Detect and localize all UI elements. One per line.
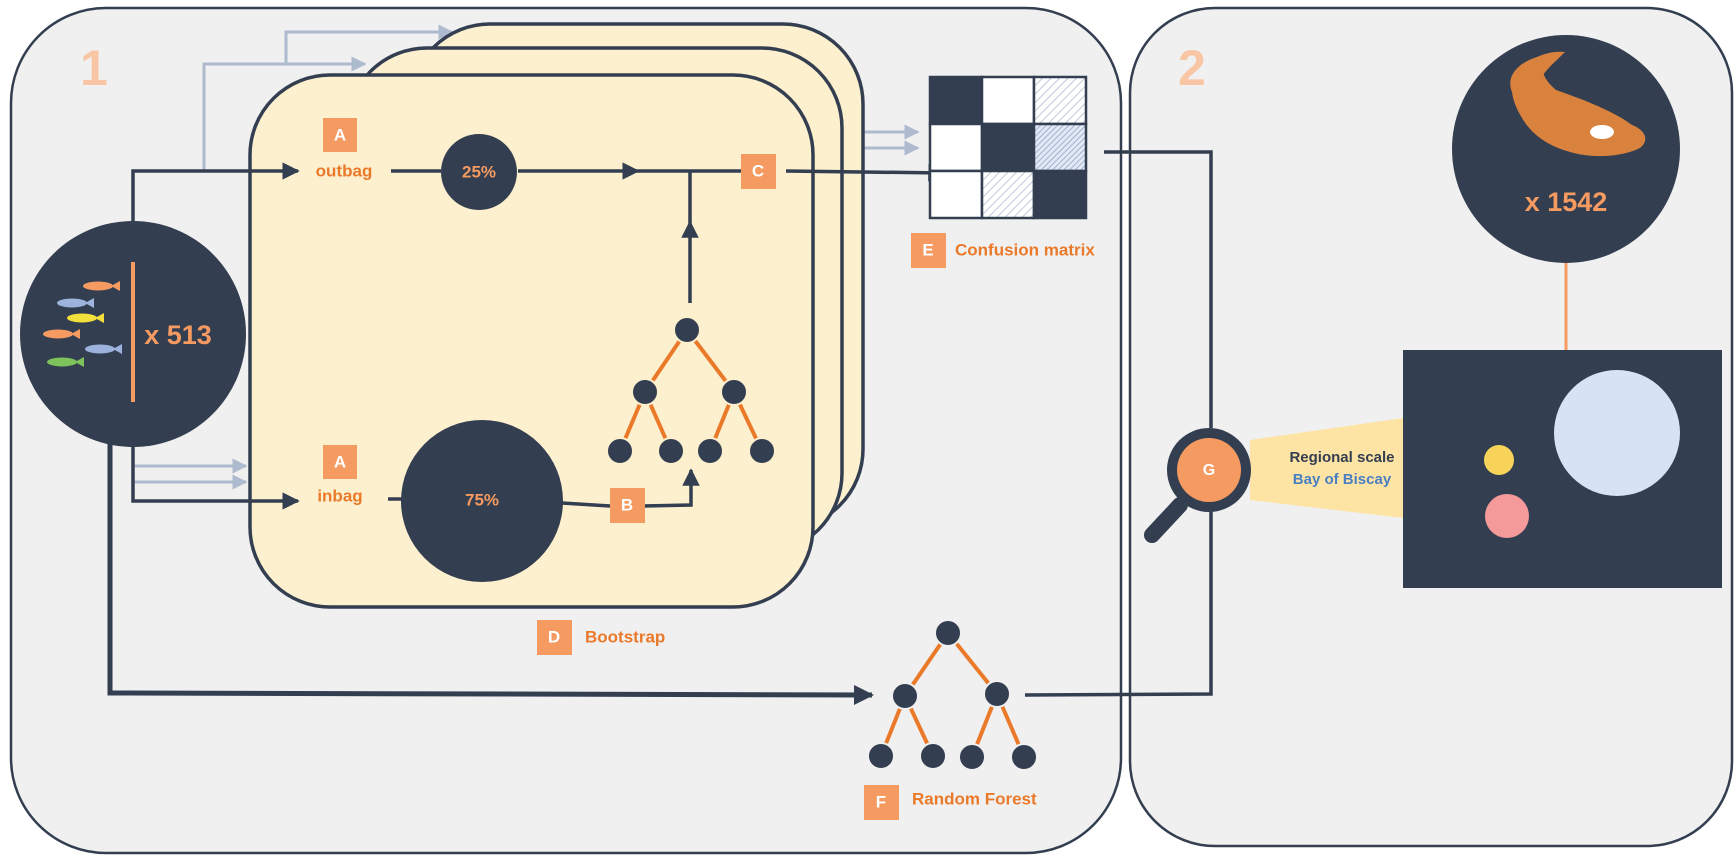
forest-input-line (107, 440, 874, 705)
outbag-circle (441, 134, 517, 210)
confusion-matrix (928, 75, 1088, 220)
inbag-circle (401, 420, 563, 582)
inbag-label: inbag (317, 486, 362, 505)
bootstrap-label: Bootstrap (585, 627, 665, 646)
random-forest-tree-icon (867, 619, 1038, 771)
inbag-letter: A (334, 452, 346, 471)
inbag-letter-box (323, 445, 357, 479)
apply-letter: G (1203, 462, 1215, 479)
predict-step-letter: C (752, 161, 764, 180)
bootstrap-card-front (248, 73, 815, 609)
flow-lines (131, 150, 1213, 697)
panel-2-number: 2 (1178, 40, 1206, 96)
tree-step-letter-box (610, 488, 645, 523)
sample-count: x 513 (144, 320, 212, 350)
forest-label: Random Forest (912, 789, 1037, 808)
region-label: Bay of Biscay (1293, 471, 1392, 488)
fish-count: x 1542 (1525, 187, 1608, 217)
outbag-letter-box (323, 118, 357, 152)
confusion-label: Confusion matrix (955, 240, 1095, 259)
region-bubble-large (1554, 370, 1680, 496)
region-bubble-yellow (1484, 445, 1514, 475)
fish-school-icon (43, 281, 122, 367)
panel-1-number: 1 (80, 40, 108, 96)
fish-icon (1510, 51, 1646, 157)
confusion-letter: E (922, 240, 933, 259)
forest-letter: F (876, 792, 886, 811)
outbag-label: outbag (316, 161, 373, 180)
decision-tree-icon (606, 316, 776, 465)
confusion-letter-box (911, 233, 946, 268)
outbag-percent: 25% (462, 162, 496, 181)
region-box (1403, 350, 1722, 588)
scale-label: Regional scale (1289, 449, 1394, 466)
inbag-percent: 75% (465, 490, 499, 509)
predict-step-letter-box (741, 154, 776, 189)
outbag-letter: A (334, 125, 346, 144)
tree-step-letter: B (621, 495, 633, 514)
region-bubble-pink (1485, 494, 1529, 538)
magnifier-icon (1144, 428, 1251, 543)
bootstrap-letter: D (548, 627, 560, 646)
bootstrap-letter-box (537, 620, 572, 655)
magnifier-beam (1250, 418, 1403, 518)
forest-letter-box (864, 785, 899, 820)
